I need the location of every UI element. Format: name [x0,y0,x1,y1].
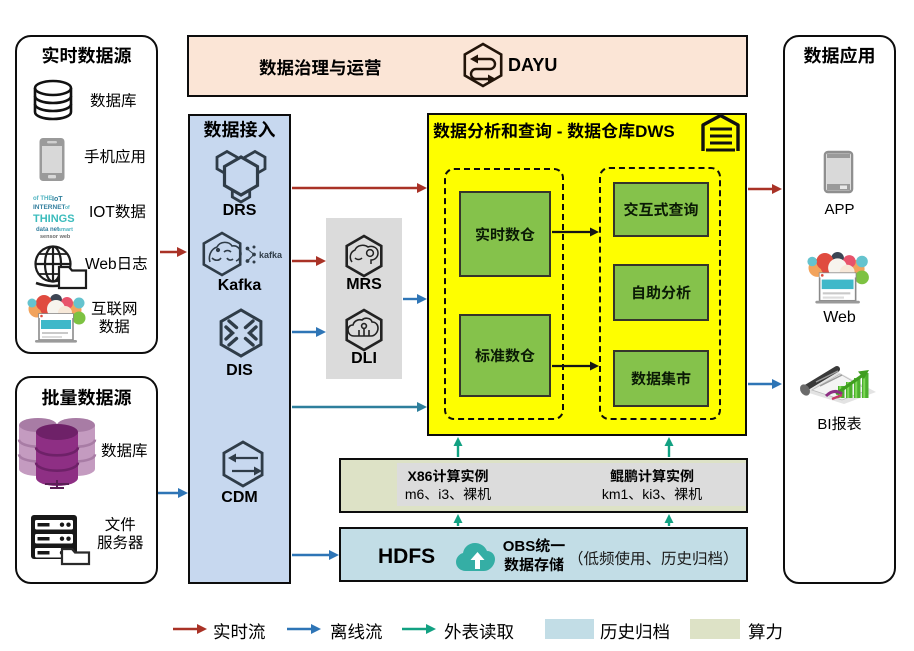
svg-text:INTERNET: INTERNET [33,204,66,211]
svg-text:sensor web: sensor web [40,234,71,240]
svg-text:of: of [65,205,70,211]
svg-text:kafka: kafka [259,250,283,260]
svg-text:of THE: of THE [33,196,52,202]
svg-text:IoT: IoT [52,196,63,203]
svg-text:THINGS: THINGS [33,213,75,225]
svg-text:data net: data net [36,227,59,233]
svg-text:smart: smart [58,227,73,233]
